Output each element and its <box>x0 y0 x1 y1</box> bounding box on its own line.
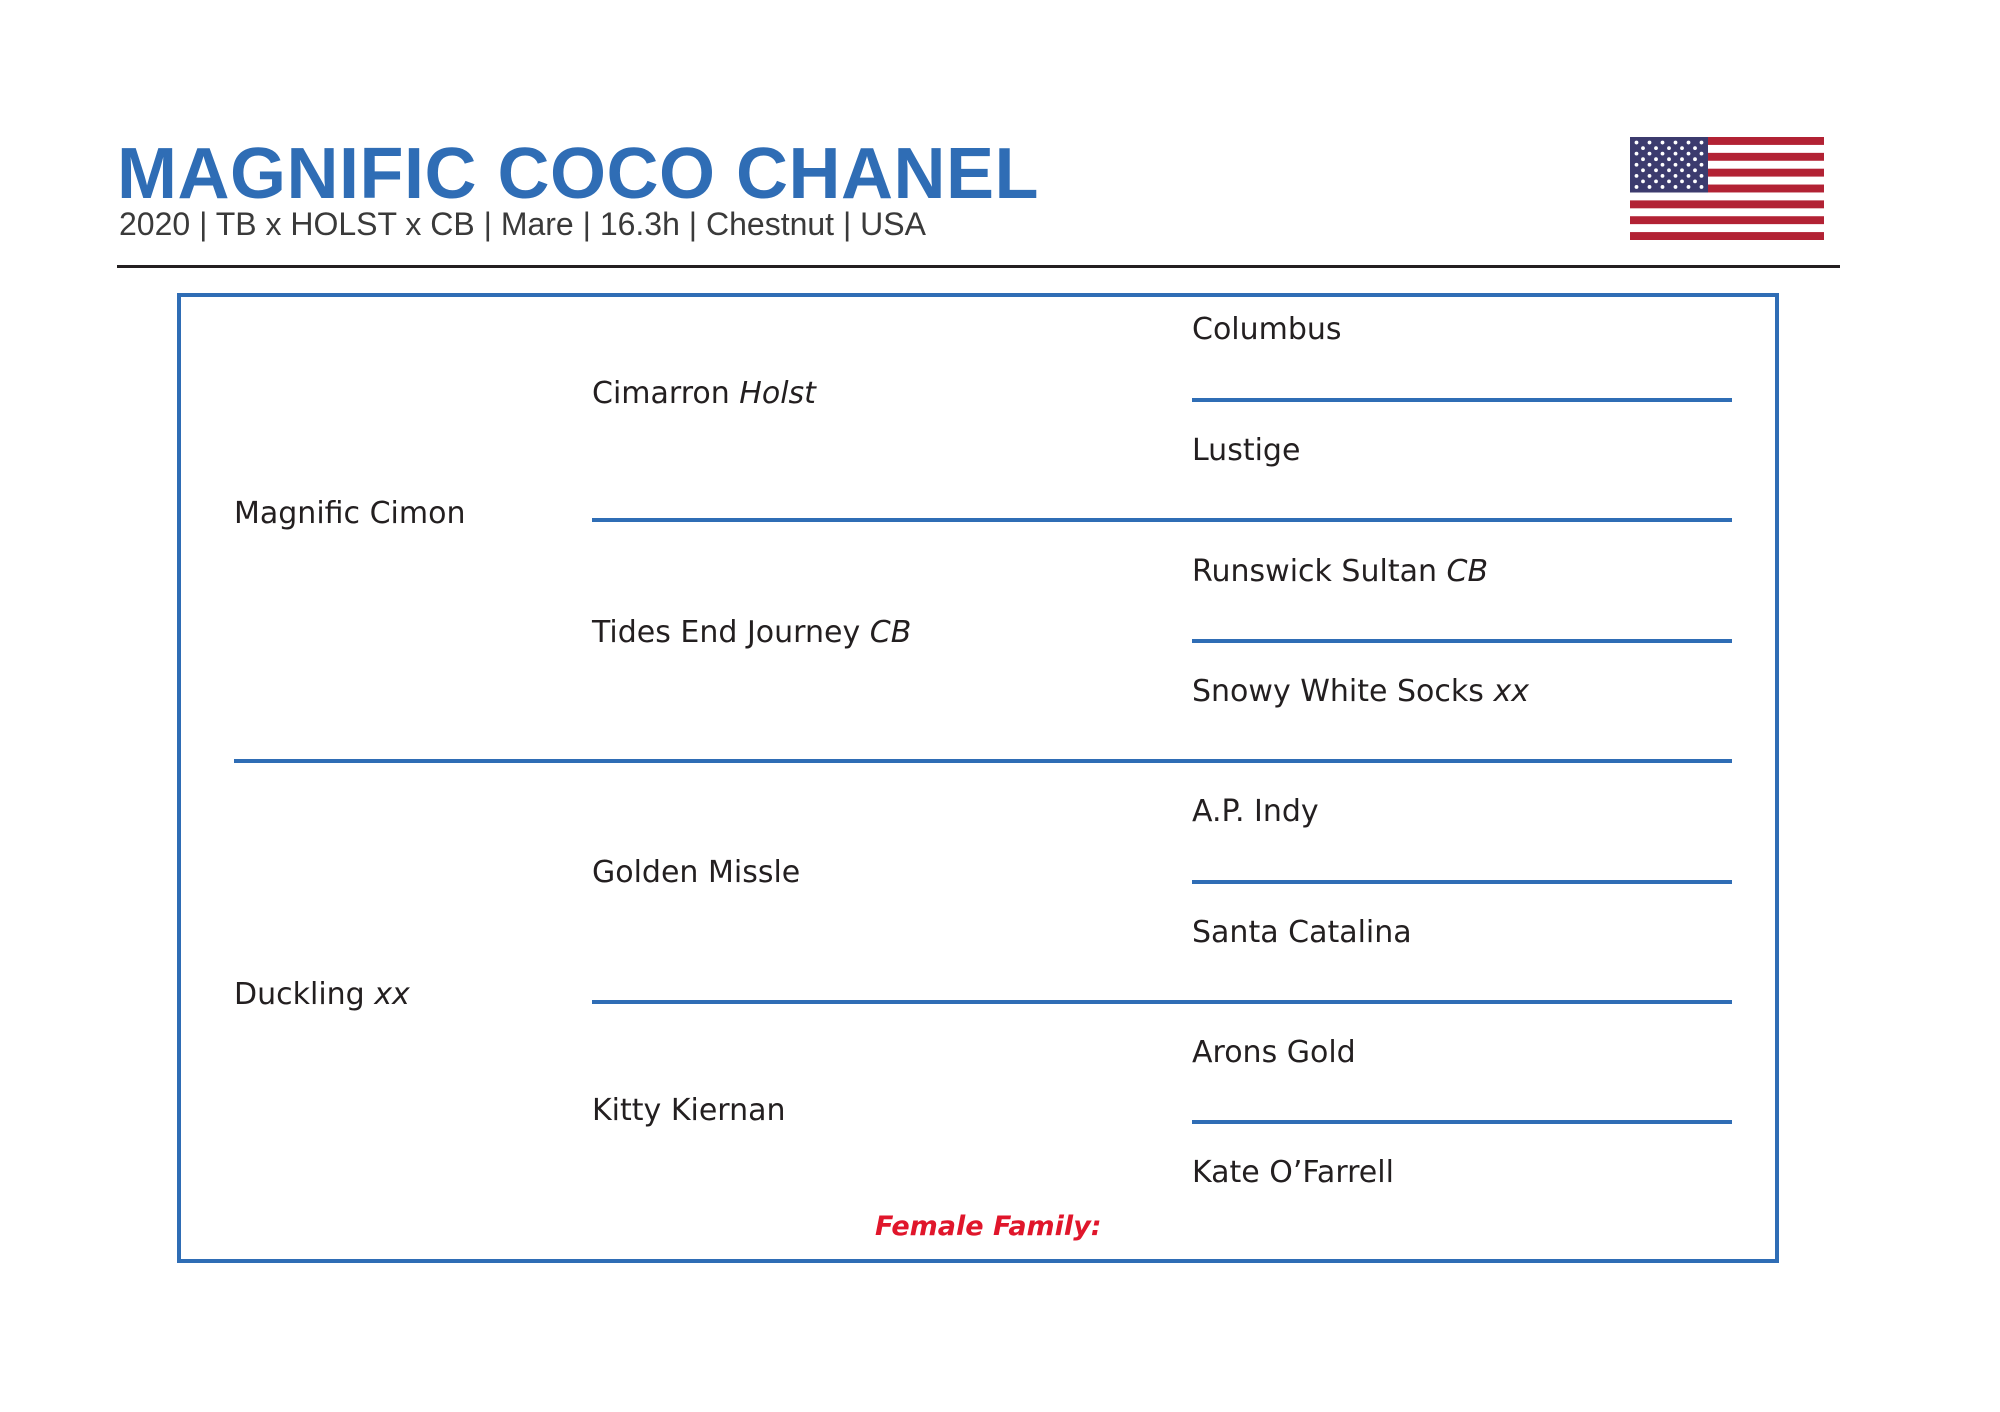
flag-star <box>1686 162 1691 167</box>
page-title: MAGNIFIC COCO CHANEL <box>117 134 1039 214</box>
flag-star <box>1654 168 1658 173</box>
ss-dam-name: Lustige <box>1192 433 1301 468</box>
sire-dam-name: Tides End Journey CB <box>592 615 912 650</box>
flag-stripe <box>1630 232 1824 240</box>
flag-star <box>1647 140 1652 145</box>
flag-star <box>1667 146 1671 150</box>
header-divider <box>117 265 1840 268</box>
flag-stripe <box>1630 144 1824 154</box>
ds-dam-name: Santa Catalina <box>1192 915 1412 950</box>
flag-star <box>1660 140 1665 145</box>
female-family-label: Female Family: <box>875 1211 1102 1242</box>
flag-star <box>1693 146 1697 150</box>
flag-stripe <box>1630 224 1824 233</box>
flag-canton <box>1630 137 1708 193</box>
divider-sd <box>1192 639 1732 643</box>
usa-flag-icon <box>1630 137 1824 240</box>
flag-stripe <box>1630 176 1824 185</box>
flag-star <box>1647 151 1652 156</box>
horse-details-subtitle: 2020 | TB x HOLST x CB | Mare | 16.3h | … <box>119 206 926 242</box>
flag-star <box>1667 157 1671 162</box>
flag-star <box>1699 185 1704 189</box>
flag-star <box>1660 151 1665 156</box>
dam-dam-name: Kitty Kiernan <box>592 1093 786 1128</box>
flag-star <box>1641 157 1645 162</box>
divider-sire-dam <box>234 759 1732 763</box>
dam-name: Duckling xx <box>234 977 410 1012</box>
ds-sire-name: A.P. Indy <box>1192 794 1319 829</box>
flag-star <box>1673 140 1678 145</box>
flag-star <box>1680 179 1684 184</box>
dd-sire-name: Arons Gold <box>1192 1035 1356 1070</box>
flag-stripe <box>1630 216 1824 225</box>
flag-star <box>1634 151 1639 156</box>
flag-star <box>1686 173 1691 178</box>
sire-name: Magnific Cimon <box>234 496 466 531</box>
flag-star <box>1686 185 1691 189</box>
flag-stripe <box>1630 152 1824 162</box>
flag-star <box>1641 146 1645 150</box>
divider-dd <box>1192 1120 1732 1124</box>
flag-star <box>1673 173 1678 178</box>
ss-sire-name: Columbus <box>1192 312 1342 347</box>
divider-ds <box>1192 880 1732 884</box>
flag-star <box>1673 162 1678 167</box>
flag-star <box>1680 157 1684 162</box>
flag-star <box>1699 173 1704 178</box>
flag-stripe <box>1630 168 1824 177</box>
sd-dam-name: Snowy White Socks xx <box>1192 674 1529 709</box>
flag-star <box>1667 179 1671 184</box>
flag-star <box>1654 179 1658 184</box>
flag-star <box>1641 168 1645 173</box>
flag-star <box>1667 168 1671 173</box>
flag-star <box>1680 168 1684 173</box>
flag-star <box>1634 140 1639 145</box>
flag-stripe <box>1630 137 1824 146</box>
flag-star <box>1647 185 1652 189</box>
flag-star <box>1647 173 1652 178</box>
divider-dam-line <box>592 1000 1732 1004</box>
flag-star <box>1680 146 1684 150</box>
flag-stripe <box>1630 200 1824 209</box>
flag-star <box>1634 185 1639 189</box>
flag-star <box>1660 185 1665 189</box>
divider-ss <box>1192 398 1732 402</box>
flag-star <box>1693 157 1697 162</box>
flag-star <box>1686 151 1691 156</box>
flag-star <box>1654 146 1658 150</box>
flag-star <box>1660 173 1665 178</box>
dam-sire-name: Golden Missle <box>592 855 801 890</box>
sire-sire-name: Cimarron Holst <box>592 376 816 411</box>
flag-star <box>1673 185 1678 189</box>
flag-star <box>1686 140 1691 145</box>
flag-star <box>1699 151 1704 156</box>
flag-stripe <box>1630 192 1824 201</box>
flag-stripes <box>1630 137 1824 240</box>
flag-star <box>1693 168 1697 173</box>
divider-sire-line <box>592 518 1732 522</box>
flag-star <box>1699 162 1704 167</box>
flag-stripe <box>1630 208 1824 217</box>
flag-star <box>1654 157 1658 162</box>
flag-star <box>1647 162 1652 167</box>
flag-star <box>1660 162 1665 167</box>
pedigree-frame: Magnific Cimon Duckling xx Cimarron Hols… <box>177 293 1779 1263</box>
flag-star <box>1673 151 1678 156</box>
flag-stars <box>1634 140 1704 189</box>
flag-star <box>1699 140 1704 145</box>
flag-star <box>1634 162 1639 167</box>
dd-dam-name: Kate O’Farrell <box>1192 1155 1394 1190</box>
flag-star <box>1641 179 1645 184</box>
flag-stripe <box>1630 184 1824 193</box>
flag-star <box>1634 173 1639 178</box>
flag-stripe <box>1630 160 1824 169</box>
flag-star <box>1693 179 1697 184</box>
sd-sire-name: Runswick Sultan CB <box>1192 554 1489 589</box>
